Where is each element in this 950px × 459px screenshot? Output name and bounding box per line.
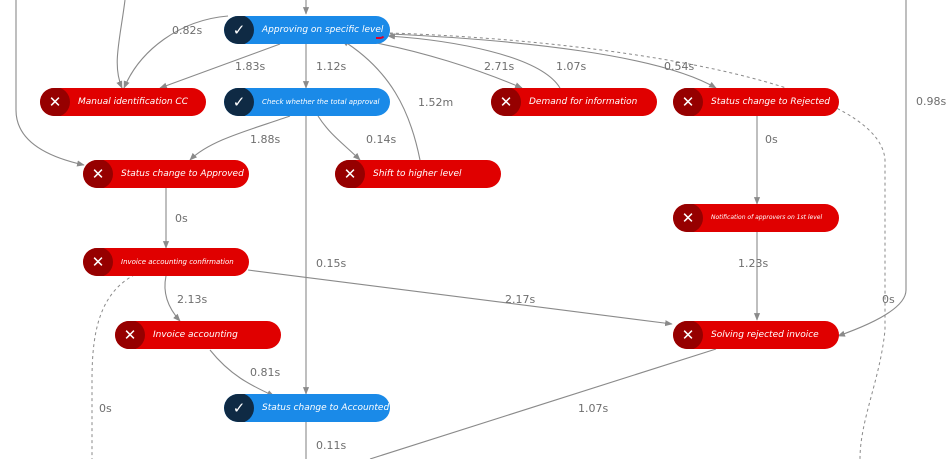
edge-label: 0.98s	[916, 95, 946, 108]
edge-label: 0.54s	[664, 60, 694, 73]
edge-label: 0.15s	[316, 257, 346, 270]
corner-mark-icon	[376, 29, 386, 39]
node-label: Shift to higher level	[373, 169, 462, 179]
node-status-approved[interactable]: ✕ Status change to Approved	[83, 160, 249, 188]
edge-label: 0.11s	[316, 439, 346, 452]
node-label: Manual identification CC	[78, 97, 188, 107]
edge-into-status-approved	[15, 0, 85, 167]
edge-label: 0.81s	[250, 366, 280, 379]
node-label: Status change to Approved	[121, 169, 244, 179]
edge-label: 2.17s	[505, 293, 535, 306]
x-icon: ✕	[673, 204, 703, 232]
edge-accounting-accounted	[209, 349, 275, 397]
node-approving[interactable]: ✓ Approving on specific level	[224, 16, 390, 44]
check-icon: ✓	[224, 88, 254, 116]
edge-shift-approving	[341, 39, 421, 161]
node-label: Status change to Accounted	[262, 403, 390, 413]
edge-approving-demand	[359, 39, 523, 89]
edge-label: 0s	[765, 133, 778, 146]
edge-label: 1.88s	[250, 133, 280, 146]
edge-label: 2.71s	[484, 60, 514, 73]
check-icon: ✓	[224, 16, 254, 44]
edge-approving-rejected	[389, 33, 717, 89]
edge-confirm-solving	[247, 269, 673, 327]
edge-label: 1.83s	[235, 60, 265, 73]
node-status-accounted[interactable]: ✓ Status change to Accounted	[224, 394, 390, 422]
node-label: Invoice accounting	[153, 330, 238, 340]
edge-approving-manual-cc	[123, 15, 229, 89]
node-invoice-confirm[interactable]: ✕ Invoice accounting confirmation	[83, 248, 249, 276]
node-label: Notification of approvers on 1st level	[711, 214, 823, 221]
node-manual-cc[interactable]: ✕ Manual identification CC	[40, 88, 206, 116]
node-demand-info[interactable]: ✕ Demand for information	[491, 88, 657, 116]
node-check-total[interactable]: ✓ Check whether the total approval	[224, 88, 390, 116]
edge-label: 1.12s	[316, 60, 346, 73]
node-status-rejected[interactable]: ✕ Status change to Rejected	[673, 88, 839, 116]
x-icon: ✕	[115, 321, 145, 349]
node-label: Status change to Rejected	[711, 97, 830, 107]
x-icon: ✕	[40, 88, 70, 116]
edge-label: 0.14s	[366, 133, 396, 146]
node-notification[interactable]: ✕ Notification of approvers on 1st level	[673, 204, 839, 232]
edge-label: 0.82s	[172, 24, 202, 37]
node-shift-higher[interactable]: ✕ Shift to higher level	[335, 160, 501, 188]
check-icon: ✓	[224, 394, 254, 422]
edge-label: 1.52m	[418, 96, 453, 109]
node-label: Invoice accounting confirmation	[121, 258, 234, 266]
node-label: Approving on specific level	[262, 25, 384, 35]
node-label: Demand for information	[529, 97, 638, 107]
x-icon: ✕	[83, 160, 113, 188]
edge-label: 0s	[882, 293, 895, 306]
x-icon: ✕	[335, 160, 365, 188]
edge-label: 1.07s	[556, 60, 586, 73]
edge-solving-out	[369, 348, 717, 459]
edge-far-right	[837, 0, 907, 337]
node-label: Check whether the total approval	[262, 98, 380, 106]
node-solving-rejected[interactable]: ✕ Solving rejected invoice	[673, 321, 839, 349]
node-invoice-accounting[interactable]: ✕ Invoice accounting	[115, 321, 281, 349]
edge-label: 1.23s	[738, 257, 768, 270]
x-icon: ✕	[83, 248, 113, 276]
edge-demand-approving	[387, 33, 561, 89]
x-icon: ✕	[673, 88, 703, 116]
edge-label: 1.07s	[578, 402, 608, 415]
edge-label: 0s	[99, 402, 112, 415]
edge-approving-manual-cc-direct	[159, 43, 281, 89]
edge-confirm-accounting	[164, 275, 181, 322]
edge-check-shift	[317, 115, 361, 161]
edge-dashed-left	[91, 271, 141, 459]
edge-into-manual-cc-top	[116, 0, 126, 89]
edge-label: 2.13s	[177, 293, 207, 306]
x-icon: ✕	[673, 321, 703, 349]
edge-label: 0s	[175, 212, 188, 225]
node-label: Solving rejected invoice	[711, 330, 819, 340]
edge-check-status-approved	[189, 115, 291, 161]
x-icon: ✕	[491, 88, 521, 116]
